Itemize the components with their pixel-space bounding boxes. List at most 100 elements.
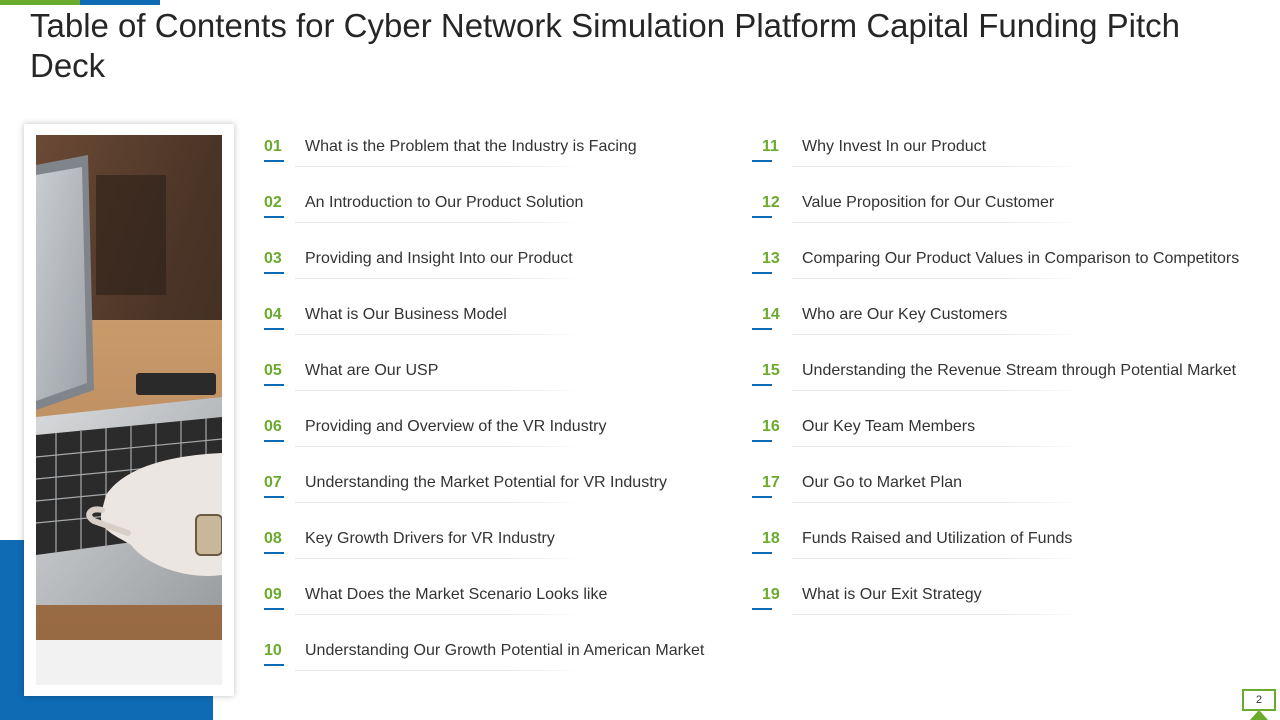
toc-number-underline bbox=[264, 440, 284, 442]
toc-item-13[interactable]: 13 Comparing Our Product Values in Compar… bbox=[752, 249, 1252, 279]
toc-number-underline bbox=[264, 272, 284, 274]
toc-item-label: Who are Our Key Customers bbox=[802, 306, 1008, 323]
toc-number-underline bbox=[752, 552, 772, 554]
toc-item-label: Key Growth Drivers for VR Industry bbox=[305, 530, 555, 547]
toc-number-underline bbox=[752, 272, 772, 274]
toc-item-number: 17 bbox=[762, 474, 780, 491]
toc-divider bbox=[295, 334, 585, 335]
toc-item-12[interactable]: 12 Value Proposition for Our Customer bbox=[752, 193, 1252, 223]
toc-item-number: 07 bbox=[264, 474, 282, 491]
toc-item-14[interactable]: 14 Who are Our Key Customers bbox=[752, 305, 1252, 335]
toc-item-number: 10 bbox=[264, 642, 282, 659]
toc-item-label: What are Our USP bbox=[305, 362, 439, 379]
toc-item-label: What is Our Exit Strategy bbox=[802, 586, 982, 603]
laptop-typing-photo bbox=[36, 135, 222, 685]
toc-item-number: 01 bbox=[264, 138, 282, 155]
toc-item-19[interactable]: 19 What is Our Exit Strategy bbox=[752, 585, 1252, 615]
toc-number-underline bbox=[752, 384, 772, 386]
toc-item-label: Comparing Our Product Values in Comparis… bbox=[802, 250, 1240, 267]
toc-divider bbox=[295, 670, 585, 671]
top-accent-green-bar bbox=[0, 0, 80, 5]
toc-divider bbox=[295, 558, 585, 559]
toc-divider bbox=[792, 614, 1082, 615]
page-badge-stand bbox=[1250, 710, 1268, 720]
toc-number-underline bbox=[752, 440, 772, 442]
toc-item-06[interactable]: 06 Providing and Overview of the VR Indus… bbox=[264, 417, 724, 447]
toc-item-10[interactable]: 10 Understanding Our Growth Potential in … bbox=[264, 641, 724, 671]
toc-item-number: 04 bbox=[264, 306, 282, 323]
page-number-badge: 2 bbox=[1242, 689, 1276, 711]
toc-divider bbox=[792, 166, 1082, 167]
toc-item-number: 02 bbox=[264, 194, 282, 211]
toc-item-label: What is the Problem that the Industry is… bbox=[305, 138, 637, 155]
toc-item-label: Understanding the Revenue Stream through… bbox=[802, 362, 1237, 379]
toc-number-underline bbox=[752, 496, 772, 498]
top-accent-blue-bar bbox=[80, 0, 160, 5]
toc-divider bbox=[295, 166, 585, 167]
toc-divider bbox=[792, 278, 1082, 279]
toc-divider bbox=[792, 446, 1082, 447]
toc-item-18[interactable]: 18 Funds Raised and Utilization of Funds bbox=[752, 529, 1252, 559]
toc-item-08[interactable]: 08 Key Growth Drivers for VR Industry bbox=[264, 529, 724, 559]
toc-item-17[interactable]: 17 Our Go to Market Plan bbox=[752, 473, 1252, 503]
toc-item-number: 18 bbox=[762, 530, 780, 547]
toc-divider bbox=[792, 390, 1082, 391]
toc-item-11[interactable]: 11 Why Invest In our Product bbox=[752, 137, 1252, 167]
toc-item-number: 14 bbox=[762, 306, 780, 323]
toc-item-02[interactable]: 02 An Introduction to Our Product Solutio… bbox=[264, 193, 724, 223]
toc-item-label: Value Proposition for Our Customer bbox=[802, 194, 1055, 211]
toc-divider bbox=[295, 502, 585, 503]
toc-item-label: Understanding the Market Potential for V… bbox=[305, 474, 667, 491]
toc-number-underline bbox=[264, 608, 284, 610]
toc-divider bbox=[295, 278, 585, 279]
toc-item-number: 13 bbox=[762, 250, 780, 267]
toc-divider bbox=[792, 222, 1082, 223]
toc-item-05[interactable]: 05 What are Our USP bbox=[264, 361, 724, 391]
toc-divider bbox=[792, 558, 1082, 559]
toc-divider bbox=[792, 502, 1082, 503]
toc-item-label: Providing and Insight Into our Product bbox=[305, 250, 573, 267]
toc-item-number: 06 bbox=[264, 418, 282, 435]
toc-item-label: Why Invest In our Product bbox=[802, 138, 987, 155]
toc-item-15[interactable]: 15 Understanding the Revenue Stream throu… bbox=[752, 361, 1252, 391]
toc-number-underline bbox=[752, 608, 772, 610]
toc-divider bbox=[792, 334, 1082, 335]
toc-item-number: 16 bbox=[762, 418, 780, 435]
toc-number-underline bbox=[264, 384, 284, 386]
toc-item-01[interactable]: 01 What is the Problem that the Industry … bbox=[264, 137, 724, 167]
toc-number-underline bbox=[264, 664, 284, 666]
slide-title: Table of Contents for Cyber Network Simu… bbox=[30, 7, 1181, 84]
toc-number-underline bbox=[264, 496, 284, 498]
toc-item-label: What Does the Market Scenario Looks like bbox=[305, 586, 608, 603]
toc-divider bbox=[295, 390, 585, 391]
toc-item-number: 15 bbox=[762, 362, 780, 379]
toc-item-number: 12 bbox=[762, 194, 780, 211]
toc-item-label: Our Key Team Members bbox=[802, 418, 976, 435]
toc-number-underline bbox=[752, 216, 772, 218]
toc-number-underline bbox=[264, 552, 284, 554]
toc-item-number: 05 bbox=[264, 362, 282, 379]
toc-item-03[interactable]: 03 Providing and Insight Into our Product bbox=[264, 249, 724, 279]
toc-divider bbox=[295, 614, 585, 615]
toc-item-label: Our Go to Market Plan bbox=[802, 474, 963, 491]
toc-divider bbox=[295, 446, 585, 447]
toc-item-number: 03 bbox=[264, 250, 282, 267]
toc-item-number: 11 bbox=[762, 138, 779, 155]
toc-item-16[interactable]: 16 Our Key Team Members bbox=[752, 417, 1252, 447]
toc-item-label: Understanding Our Growth Potential in Am… bbox=[305, 642, 705, 659]
toc-number-underline bbox=[264, 328, 284, 330]
toc-number-underline bbox=[264, 216, 284, 218]
toc-number-underline bbox=[752, 328, 772, 330]
toc-item-number: 19 bbox=[762, 586, 780, 603]
toc-item-label: Providing and Overview of the VR Industr… bbox=[305, 418, 607, 435]
toc-number-underline bbox=[752, 160, 772, 162]
toc-number-underline bbox=[264, 160, 284, 162]
toc-divider bbox=[295, 222, 585, 223]
toc-item-number: 08 bbox=[264, 530, 282, 547]
toc-item-label: An Introduction to Our Product Solution bbox=[305, 194, 584, 211]
photo-frame bbox=[24, 124, 234, 696]
toc-item-07[interactable]: 07 Understanding the Market Potential for… bbox=[264, 473, 724, 503]
toc-item-label: Funds Raised and Utilization of Funds bbox=[802, 530, 1073, 547]
